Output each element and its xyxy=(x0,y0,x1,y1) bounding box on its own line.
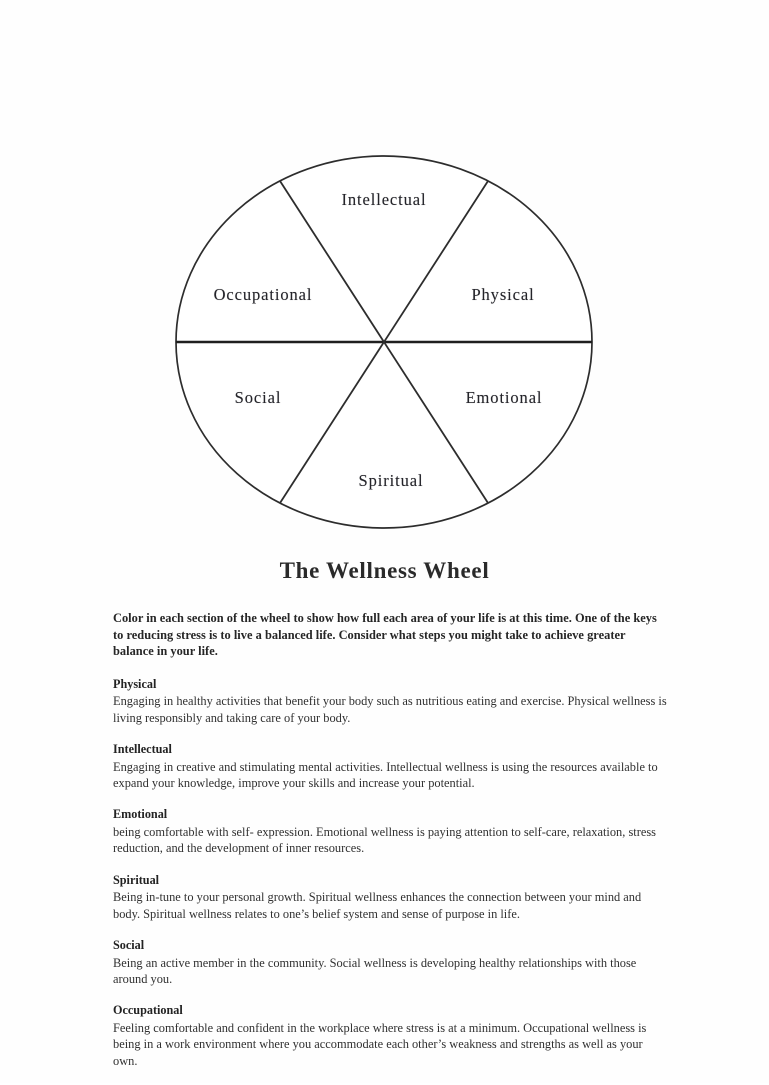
wheel-divider-ne-sw xyxy=(279,180,489,504)
wellness-wheel-diagram: Intellectual Physical Emotional Spiritua… xyxy=(170,145,600,540)
section-heading: Occupational xyxy=(113,1003,183,1018)
intro-paragraph: Color in each section of the wheel to sh… xyxy=(113,611,657,659)
section-heading: Social xyxy=(113,938,145,953)
section-body: Feeling comfortable and confident in the… xyxy=(113,1020,647,1068)
section-body: being comfortable with self- expression.… xyxy=(113,824,656,856)
section-physical: Physical Engaging in healthy activities … xyxy=(113,677,667,726)
section-body: Being in-tune to your personal growth. S… xyxy=(113,890,642,921)
section-heading: Physical xyxy=(113,676,157,691)
section-heading: Emotional xyxy=(113,807,168,822)
section-body: Being an active member in the community.… xyxy=(113,955,637,986)
wheel-segment-label-emotional: Emotional xyxy=(465,388,543,407)
page-title: The Wellness Wheel xyxy=(279,558,490,583)
section-body: Engaging in healthy activities that bene… xyxy=(113,694,667,725)
wheel-segment-label-occupational: Occupational xyxy=(213,285,313,304)
wheel-segment-label-social: Social xyxy=(234,388,282,407)
section-heading: Spiritual xyxy=(113,872,160,887)
wheel-segment-label-spiritual: Spiritual xyxy=(358,471,424,490)
section-spiritual: Spiritual Being in-tune to your personal… xyxy=(113,873,667,922)
section-occupational: Occupational Feeling comfortable and con… xyxy=(113,1003,667,1069)
section-body: Engaging in creative and stimulating men… xyxy=(113,759,658,790)
wheel-segment-label-physical: Physical xyxy=(471,285,535,304)
section-intellectual: Intellectual Engaging in creative and st… xyxy=(113,742,667,791)
document-body: Color in each section of the wheel to sh… xyxy=(113,610,667,1085)
section-heading: Intellectual xyxy=(113,742,172,757)
wellness-wheel-svg xyxy=(175,155,595,529)
section-social: Social Being an active member in the com… xyxy=(113,938,667,987)
section-emotional: Emotional being comfortable with self- e… xyxy=(113,807,667,856)
wheel-segment-label-intellectual: Intellectual xyxy=(341,190,427,209)
